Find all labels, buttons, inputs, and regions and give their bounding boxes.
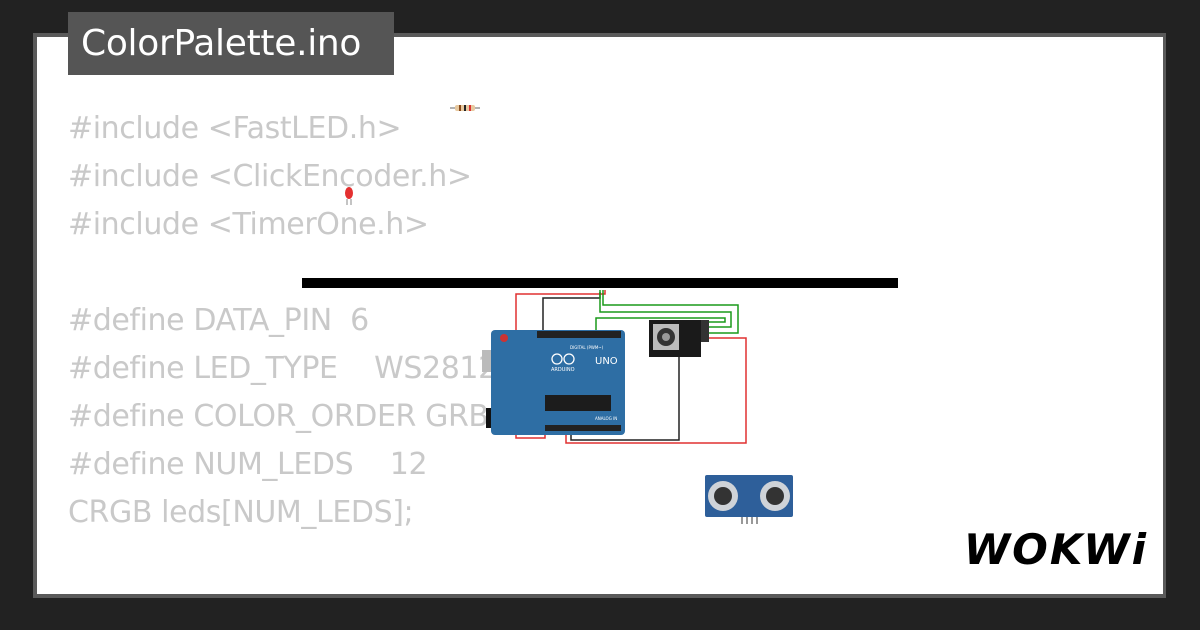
code-line: #define COLOR_ORDER GRB bbox=[68, 399, 489, 434]
analog-label: ANALOG IN bbox=[595, 416, 617, 421]
digital-label: DIGITAL (PWM~) bbox=[570, 345, 604, 350]
code-line: #define NUM_LEDS 12 bbox=[68, 447, 428, 482]
led-component[interactable] bbox=[345, 187, 353, 205]
code-line: #include <FastLED.h> bbox=[68, 111, 402, 146]
code-preview: #include <FastLED.h> #include <ClickEncod… bbox=[68, 105, 522, 594]
led-strip[interactable] bbox=[302, 278, 898, 288]
rotary-encoder[interactable] bbox=[649, 320, 709, 357]
simulation-canvas[interactable]: #include <FastLED.h> #include <ClickEncod… bbox=[37, 37, 1163, 594]
arduino-uno-board[interactable]: UNO ARDUINO DIGITAL (PWM~) ANALOG IN bbox=[482, 330, 625, 435]
code-line: #include <TimerOne.h> bbox=[68, 207, 429, 242]
code-line: #define BRIGHTNESS 100 bbox=[68, 585, 522, 594]
code-line: CRGB leds[NUM_LEDS]; bbox=[68, 495, 414, 530]
file-title-tab[interactable]: ColorPalette.ino bbox=[68, 12, 394, 75]
code-line: #define DATA_PIN 6 bbox=[68, 303, 369, 338]
code-line: #define LED_TYPE WS2812B bbox=[68, 351, 517, 386]
board-name: UNO bbox=[595, 356, 618, 367]
ultrasonic-sensor[interactable] bbox=[705, 475, 793, 524]
resistor-component[interactable] bbox=[450, 105, 480, 111]
wokwi-logo: WOKWi bbox=[963, 525, 1148, 574]
arduino-logo-icon bbox=[551, 353, 575, 365]
board-brand: ARDUINO bbox=[551, 367, 575, 373]
code-line: #include <ClickEncoder.h> bbox=[68, 159, 472, 194]
